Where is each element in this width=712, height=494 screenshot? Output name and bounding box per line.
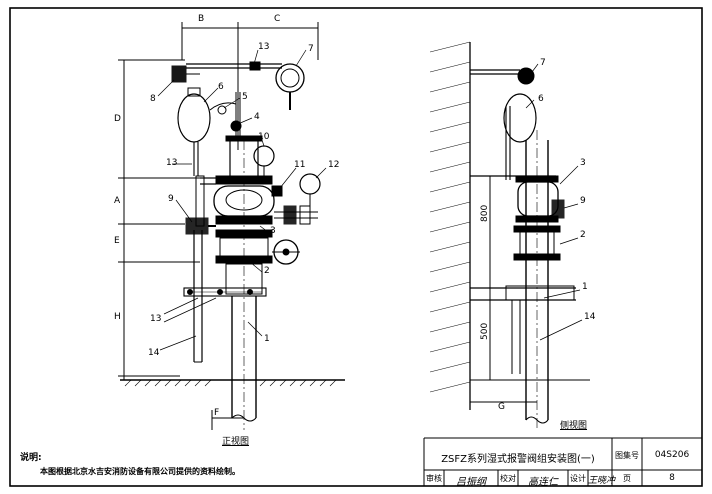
- side-callout-14: 14: [584, 312, 596, 322]
- callout-2: 2: [264, 266, 270, 276]
- callout-6: 6: [218, 82, 224, 92]
- callout-14: 14: [148, 348, 160, 358]
- callout-3: 3: [270, 226, 276, 236]
- side-callout-9: 9: [580, 196, 586, 206]
- side-callout-3: 3: [580, 158, 586, 168]
- side-callout-1: 1: [582, 282, 588, 292]
- callout-8: 8: [150, 94, 156, 104]
- side-callout-7: 7: [540, 58, 546, 68]
- side-callout-2: 2: [580, 230, 586, 240]
- dim-b-label: B: [198, 14, 205, 24]
- notes-heading: 说明:: [20, 453, 42, 463]
- callout-13-top: 13: [258, 42, 270, 52]
- dim-h-label: H: [114, 312, 121, 322]
- side-view-title: 侧视图: [560, 421, 588, 431]
- check-signature: 高连仁: [528, 477, 558, 488]
- design-label: 设计: [570, 474, 586, 483]
- dim-d-label: D: [114, 114, 121, 124]
- callout-11: 11: [294, 160, 306, 170]
- front-view-title: 正视图: [222, 437, 250, 447]
- notes-body: 本图根据北京水吉安消防设备有限公司提供的资料绘制。: [40, 467, 240, 476]
- dim-c-label: C: [274, 14, 281, 24]
- callout-5: 5: [242, 92, 248, 102]
- callout-9: 9: [168, 194, 174, 204]
- title-block-lines: [423, 437, 702, 486]
- dim-e-label: E: [114, 236, 120, 246]
- dim-800-label: 800: [480, 204, 490, 222]
- callout-7: 7: [308, 44, 314, 54]
- check-label: 校对: [500, 474, 516, 483]
- side-view-drawing: [429, 41, 590, 430]
- atlas-label: 图集号: [615, 451, 639, 460]
- dim-f-label: F: [214, 408, 220, 418]
- front-view-drawing: [118, 22, 345, 430]
- dim-g-label: G: [498, 402, 505, 412]
- side-callout-6: 6: [538, 94, 544, 104]
- review-label: 审核: [426, 474, 442, 483]
- callout-10: 10: [258, 132, 270, 142]
- callout-4: 4: [254, 112, 260, 122]
- callout-12: 12: [328, 160, 340, 170]
- drawing-title: ZSFZ系列湿式报警阀组安装图(一): [441, 454, 595, 465]
- design-signature: 王晓冲: [588, 476, 616, 486]
- atlas-number: 04S206: [654, 450, 690, 460]
- review-signature: 吕振纲: [456, 477, 486, 488]
- sheet-border: [9, 7, 703, 487]
- callout-13-mid: 13: [166, 158, 178, 168]
- page-number: 8: [669, 473, 675, 483]
- dim-500-label: 500: [480, 322, 490, 340]
- dim-a-label: A: [114, 196, 121, 206]
- callout-1: 1: [264, 334, 270, 344]
- callout-13-low: 13: [150, 314, 162, 324]
- page-label: 页: [623, 474, 631, 483]
